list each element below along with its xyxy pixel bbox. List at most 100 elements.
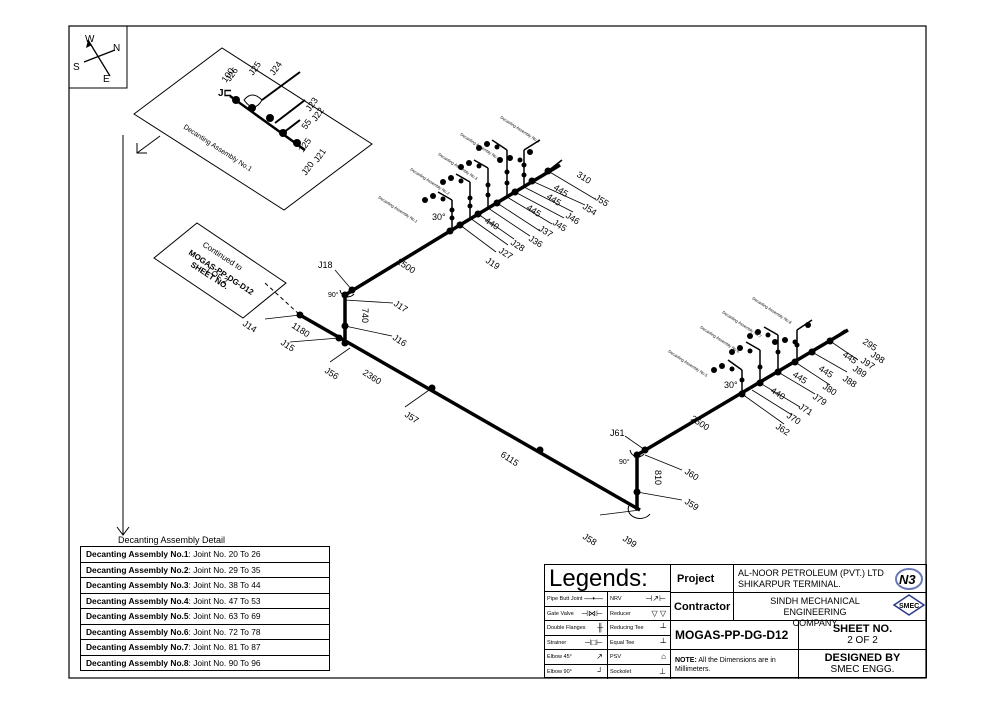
- joint-J15: J15: [279, 337, 297, 353]
- lower-assembly-label-6: Decanting Assembly No.6: [699, 325, 741, 355]
- double-flanges-icon: ╫: [597, 623, 603, 632]
- joint-J70: J70: [785, 410, 803, 426]
- joint-J60: J60: [683, 466, 701, 482]
- designed-value: SMEC ENGG.: [830, 664, 895, 675]
- pipe-butt-joint-icon: —•—: [584, 594, 603, 603]
- smec-logo-text: SMEC: [899, 603, 919, 610]
- contractor-name: SINDH MECHANICAL ENGINEERING: [770, 596, 860, 617]
- compass-e: E: [103, 74, 110, 85]
- upper-valves: [422, 141, 533, 221]
- legend-double-flanges: Double Flanges╫: [545, 621, 608, 636]
- detail-row-3: Decanting Assembly No.3: Joint No. 38 To…: [81, 578, 329, 594]
- designed-label: DESIGNED BY: [824, 652, 901, 664]
- joint-J79: J79: [811, 391, 829, 407]
- dim-445-lower-c: 445: [791, 369, 809, 386]
- joint-J62: J62: [774, 421, 792, 437]
- upper-assembly-labels: Decanting Assembly No.1 Decanting Assemb…: [377, 115, 541, 225]
- legend-nrv: NRV⊣↗⊢: [608, 592, 670, 607]
- joint-J14: J14: [241, 318, 259, 334]
- dim-55: 55: [299, 117, 313, 131]
- sheet-label: SHEET NO.: [832, 623, 893, 635]
- joint-J17: J17: [392, 298, 410, 314]
- assembly-detail-table: Decanting Assembly No.1: Joint No. 20 To…: [80, 546, 330, 671]
- smec-logo: SMEC: [892, 593, 926, 621]
- detail-view-arrow: Decanting Assembly Detail: [116, 135, 225, 545]
- sheet-cell: SHEET NO. 2 OF 2: [799, 621, 926, 650]
- detail-row-7: Decanting Assembly No.7: Joint No. 81 To…: [81, 640, 329, 656]
- dim-445-a: 445: [525, 202, 543, 219]
- legend-strainer: Strainer⊣□⊢: [545, 635, 608, 650]
- sheet-border: [68, 25, 927, 679]
- n3-logo-text: N3: [899, 572, 916, 587]
- upper-assembly-label-5: Decanting Assembly No.5: [499, 115, 541, 145]
- upper-assembly-label-3: Decanting Assembly No.3: [437, 152, 479, 182]
- compass-w: W: [85, 34, 95, 45]
- lower-leaders: [599, 340, 859, 516]
- detail-caption: Decanting Assembly Detail: [118, 535, 225, 545]
- angle-90-upper: 90°: [328, 291, 339, 299]
- joint-J18: J18: [318, 260, 333, 270]
- joint-J16: J16: [391, 332, 409, 348]
- compass: W N S E: [68, 25, 128, 89]
- reducing-tee-icon: ┴: [660, 623, 666, 632]
- nrv-icon: ⊣↗⊢: [645, 594, 666, 603]
- elbow-45-icon: ↗: [596, 652, 603, 661]
- project-site: SHIKARPUR TERMINAL.: [738, 579, 841, 589]
- n3-logo: N3: [892, 565, 926, 593]
- legend-sockolet: Sockolet⊥: [608, 665, 670, 680]
- detail-row-2: Decanting Assembly No.2: Joint No. 29 To…: [81, 563, 329, 578]
- dim-740: 740: [360, 308, 370, 323]
- upper-joints: [296, 167, 552, 454]
- legend-reducer: Reducer▽ ▽: [608, 607, 670, 621]
- detail-row-8: Decanting Assembly No.8: Joint No. 90 To…: [86, 657, 261, 668]
- main-labels: J56 J57 J58 J99 2360 6115: [323, 365, 639, 549]
- detail-row-4: Decanting Assembly No.4: Joint No. 47 To…: [81, 594, 329, 609]
- dim-2500-lower: 2500: [689, 413, 711, 432]
- joint-J56: J56: [323, 365, 341, 381]
- svg-text:J⊏: J⊏: [218, 88, 232, 99]
- detail-row-1: Decanting Assembly No.1: Joint No. 20 To…: [81, 547, 329, 563]
- joint-J99: J99: [621, 533, 639, 549]
- drawing-number: MOGAS-PP-DG-D12: [671, 621, 799, 650]
- joint-J58: J58: [581, 531, 599, 547]
- upper-assembly-label-1: Decanting Assembly No.1: [377, 195, 419, 225]
- project-label: Project: [671, 565, 734, 593]
- lower-assembly-label-5: Decanting Assembly No.5: [667, 349, 709, 379]
- equal-tee-icon: ┴: [660, 637, 666, 647]
- upper-assemblies: [437, 139, 563, 228]
- legend-grid: Pipe Butt Joint—•— NRV⊣↗⊢ Gate Valve⊣⋈⊢ …: [545, 592, 671, 679]
- dim-2500: 2500: [395, 256, 417, 275]
- angle-30-lower: 30°: [724, 380, 738, 390]
- legend-equal-tee: Equal Tee┴: [608, 636, 670, 650]
- legend-gate-valve: Gate Valve⊣⋈⊢: [545, 606, 608, 621]
- compass-s: S: [73, 62, 80, 73]
- gate-valve-icon: ⊣⋈⊢: [581, 608, 603, 618]
- angle-30-upper: 30°: [432, 212, 446, 222]
- dim-810: 810: [653, 470, 663, 485]
- joint-J59: J59: [683, 496, 701, 512]
- legends-title: Legends:: [545, 565, 671, 592]
- reducer-icon: ▽ ▽: [651, 608, 666, 618]
- dim-310: 310: [575, 169, 593, 186]
- elbow-90-icon: ┘: [597, 666, 603, 676]
- joint-J54: J54: [581, 201, 599, 217]
- joint-J27: J27: [497, 245, 515, 261]
- lower-assembly-labels: Decanting Assembly No.5 Decanting Assemb…: [667, 296, 793, 379]
- dim-6115: 6115: [499, 449, 521, 468]
- joint-J19: J19: [484, 255, 502, 271]
- legend-psv: PSV⌂: [608, 650, 670, 665]
- compass-n: N: [113, 43, 120, 54]
- detail-row-6: Decanting Assembly No.6: Joint No. 72 To…: [81, 625, 329, 640]
- lower-valves: [711, 322, 811, 383]
- note-label: NOTE:: [675, 657, 697, 664]
- contractor-name-2: COMPANY: [792, 618, 838, 628]
- continued-box: Continued to MOGAS-PP-DG-D12 SHEET NO. 1…: [153, 222, 287, 319]
- dim-445-lower-a: 445: [817, 363, 835, 380]
- sockolet-icon: ⊥: [659, 666, 666, 676]
- lower-assembly-label-8: Decanting Assembly No.8: [751, 296, 793, 326]
- joint-J57: J57: [403, 409, 421, 425]
- note-text: All the Dimensions are in Millimeters.: [675, 657, 776, 673]
- project-value: AL-NOOR PETROLEUM (PVT.) LTD SHIKARPUR T…: [734, 565, 892, 593]
- project-name: AL-NOOR PETROLEUM (PVT.) LTD: [738, 568, 884, 578]
